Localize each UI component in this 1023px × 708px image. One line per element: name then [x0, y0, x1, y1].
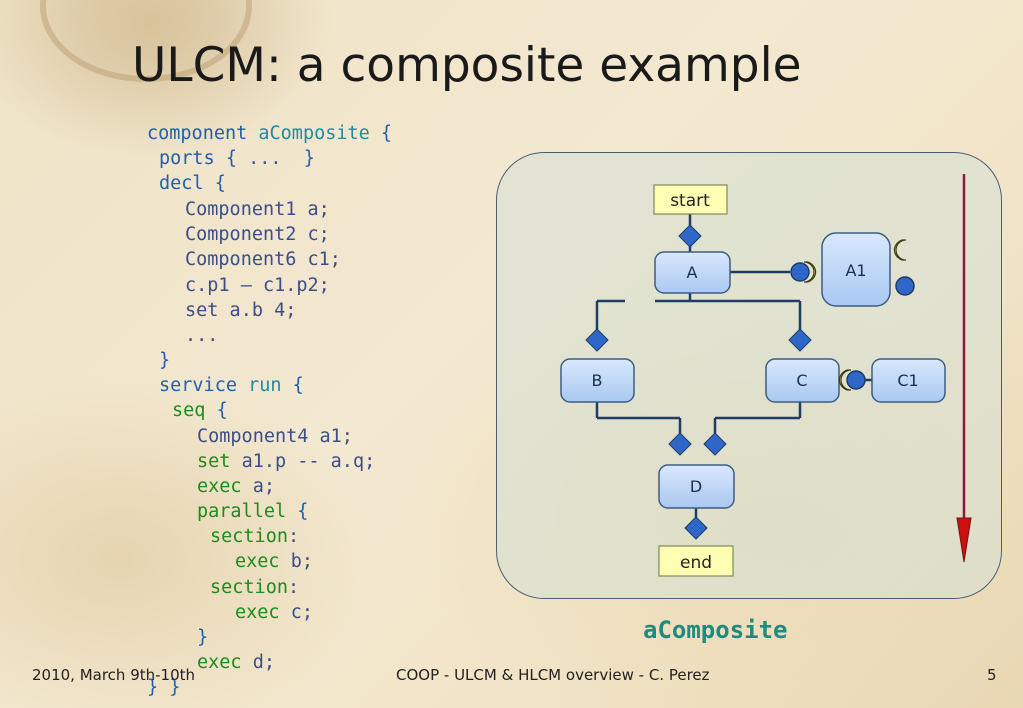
identifier: run — [248, 375, 282, 396]
keyword: ports — [159, 148, 215, 169]
diamond-b-in — [585, 328, 609, 352]
code-line-16: parallel { — [197, 499, 308, 524]
code-text: { ... } — [225, 148, 315, 169]
code-text: a1.p -- a.q; — [241, 451, 376, 472]
component-c-label: C — [796, 371, 807, 390]
page-number: 5 — [987, 666, 997, 684]
provides-port-c1 — [846, 370, 866, 390]
keyword: exec — [235, 602, 280, 623]
component-d-label: D — [690, 477, 702, 496]
uses-port-c — [838, 369, 852, 391]
code-line-3: decl { — [159, 171, 226, 196]
code-line-21: } — [197, 627, 209, 648]
code-line-13: Component4 a1; — [197, 426, 353, 447]
diamond-end-in — [684, 516, 708, 540]
keyword: section — [210, 526, 288, 547]
keyword: section — [210, 577, 288, 598]
provides-port-a1 — [895, 276, 915, 296]
diagram-caption: aComposite — [643, 616, 788, 644]
keyword: exec — [197, 476, 242, 497]
code-line-22: exec d; — [197, 650, 275, 675]
code-text: a; — [252, 476, 275, 497]
code-line-19: section: — [210, 575, 299, 600]
provides-port-a — [790, 262, 810, 282]
end-node — [658, 545, 734, 577]
brace: { — [216, 400, 228, 421]
component-b — [560, 358, 635, 403]
code-line-15: exec a; — [197, 474, 275, 499]
keyword: decl — [159, 173, 204, 194]
diamond-d-in-right — [703, 432, 727, 456]
brace: { — [297, 501, 309, 522]
code-line-17: section: — [210, 524, 299, 549]
footer-center: COOP - ULCM & HLCM overview - C. Perez — [396, 666, 710, 684]
keyword: service — [159, 375, 237, 396]
code-line-7: c.p1 – c1.p2; — [185, 275, 330, 296]
code-line-11: service run { — [159, 373, 304, 398]
diamond-a-in — [678, 224, 702, 248]
code-line-14: set a1.p -- a.q; — [197, 449, 375, 474]
start-label: start — [670, 191, 710, 211]
code-line-9: ... — [185, 325, 219, 346]
component-a1-label: A1 — [845, 261, 866, 280]
code-line-12: seq { — [172, 398, 228, 423]
brace: { — [380, 123, 393, 144]
keyword: seq — [172, 400, 206, 421]
sync-diamonds — [585, 224, 812, 540]
ports — [790, 239, 915, 391]
code-line-6: Component6 c1; — [185, 249, 341, 270]
identifier: aComposite — [258, 123, 370, 144]
code-text: d; — [252, 652, 275, 673]
component-c1 — [871, 358, 946, 403]
keyword: exec — [235, 551, 280, 572]
component-d — [658, 464, 735, 509]
footer-date: 2010, March 9th-10th — [32, 666, 196, 684]
uses-port-a1-top — [893, 239, 907, 261]
code-line-2: ports { ... } — [159, 146, 315, 171]
code-text: b; — [290, 551, 313, 572]
code-line-23: } } — [147, 677, 181, 698]
component-a-label: A — [687, 263, 698, 282]
component-boxes — [560, 232, 946, 509]
component-b-label: B — [592, 371, 603, 390]
keyword: parallel — [197, 501, 287, 522]
page-title: ULCM: a composite example — [132, 38, 802, 93]
code-line-4: Component1 a; — [185, 199, 330, 220]
code-line-18: exec b; — [235, 549, 313, 574]
end-label: end — [680, 553, 712, 573]
code-line-8: set a.b 4; — [185, 300, 297, 321]
component-c1-label: C1 — [897, 371, 918, 390]
start-node — [653, 184, 728, 215]
code-line-10: } — [159, 350, 171, 371]
diamond-c-in — [788, 328, 812, 352]
code-line-20: exec c; — [235, 600, 313, 625]
keyword: exec — [197, 652, 242, 673]
keyword: component — [147, 123, 248, 144]
keyword: set — [197, 451, 231, 472]
code-text: c; — [290, 602, 313, 623]
time-arrow-head — [956, 517, 972, 563]
colon: : — [287, 526, 300, 547]
code-line-1: component aComposite { — [147, 121, 392, 146]
brace: { — [292, 375, 304, 396]
diamond-d-in-left — [668, 432, 692, 456]
uses-port-a1 — [803, 261, 817, 283]
code-line-5: Component2 c; — [185, 224, 330, 245]
brace: { — [214, 173, 226, 194]
component-a1 — [821, 232, 891, 307]
colon: : — [287, 577, 300, 598]
component-a — [654, 251, 731, 294]
